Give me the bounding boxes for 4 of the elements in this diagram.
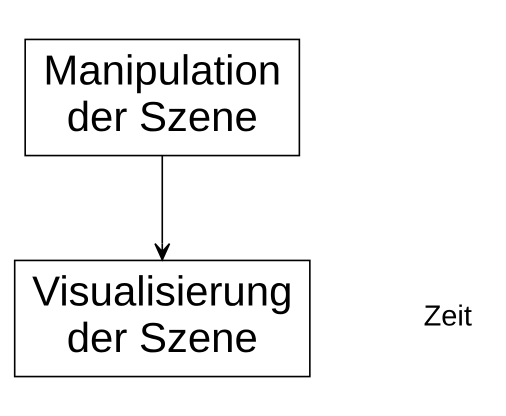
arrow (154, 156, 170, 261)
label: Zeit (424, 300, 472, 333)
node-box: Visualisierung der Szene (14, 260, 311, 378)
node-box: Manipulation der Szene (24, 38, 300, 156)
